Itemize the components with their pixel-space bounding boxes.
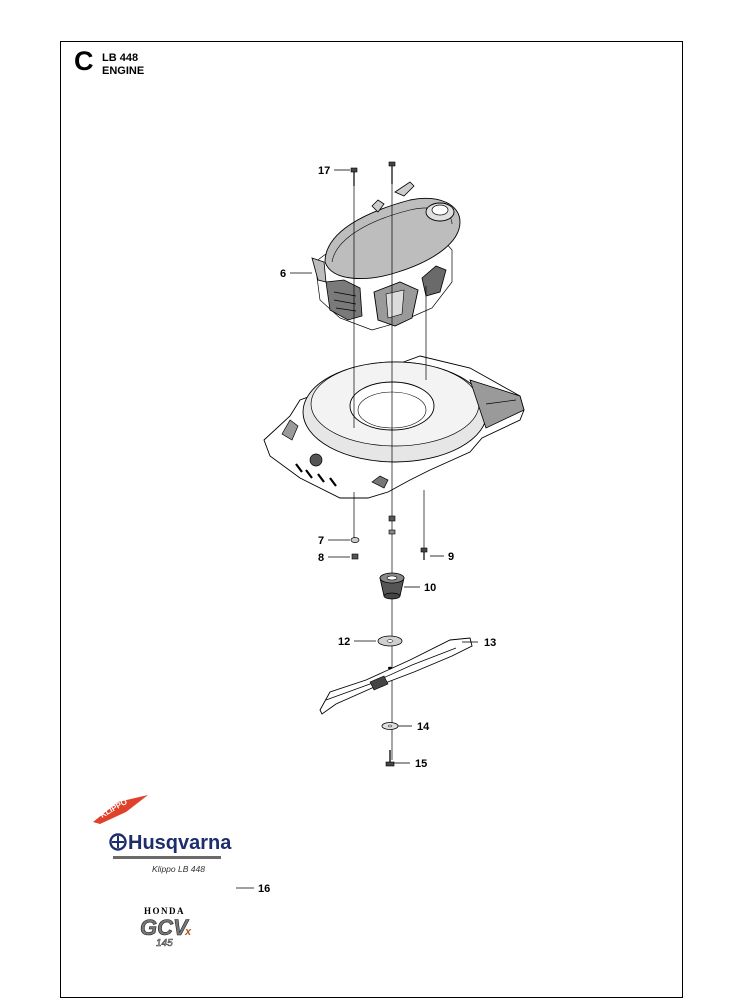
husqvarna-crown-icon (109, 833, 127, 851)
washer-part-14 (381, 722, 399, 730)
section-title-block: LB 448 ENGINE (102, 52, 144, 78)
callout-15: 15 (394, 758, 427, 770)
center-bolt (388, 161, 396, 184)
engine-part-6 (311, 181, 461, 331)
washer-part-7 (350, 537, 360, 543)
page-frame (60, 41, 683, 998)
callout-label-9: 9 (448, 551, 454, 563)
callout-8: 8 (318, 552, 350, 564)
husqvarna-logo-decal: Husqvarna Klippo LB 448 (109, 832, 232, 874)
callout-9: 9 (430, 551, 454, 563)
callout-14: 14 (398, 721, 430, 733)
callout-label-17: 17 (318, 165, 330, 177)
gcv-number: 145 (156, 938, 173, 949)
model-code: LB 448 (102, 52, 139, 64)
bolt-part-17 (350, 167, 358, 186)
callout-label-8: 8 (318, 552, 324, 564)
blade-adapter-part-10 (379, 572, 405, 600)
section-letter: C (74, 46, 94, 76)
callout-7: 7 (318, 535, 350, 547)
nut-part-8 (351, 553, 359, 560)
klippo-tag-decal: KLIPPO (93, 795, 148, 824)
shaft-key (388, 529, 396, 535)
callout-13: 13 (462, 637, 496, 649)
blade-part-13 (319, 637, 473, 715)
bolt-part-9 (420, 547, 428, 560)
callout-label-7: 7 (318, 535, 324, 547)
callout-label-12: 12 (338, 636, 350, 648)
honda-wordmark: HONDA (144, 906, 185, 916)
callout-17: 17 (318, 165, 350, 177)
mower-deck (263, 355, 525, 499)
explosion-lines (353, 166, 427, 760)
callout-label-15: 15 (415, 758, 427, 770)
decal-model-text: Klippo LB 448 (152, 864, 205, 874)
callout-label-6: 6 (280, 268, 286, 280)
callout-16: 16 (236, 883, 270, 895)
gcv-subscript: x (184, 926, 192, 938)
husqvarna-underline (113, 856, 221, 859)
callout-label-14: 14 (417, 721, 430, 733)
callout-12: 12 (338, 636, 376, 648)
callout-label-10: 10 (424, 582, 436, 594)
section-title: ENGINE (102, 65, 145, 77)
callout-6: 6 (280, 268, 312, 280)
callout-label-16: 16 (258, 883, 270, 895)
washer-part-12 (377, 635, 403, 647)
bolt-part-15 (385, 750, 395, 767)
gcv-wordmark: GCV (140, 915, 190, 940)
husqvarna-wordmark: Husqvarna (128, 832, 232, 854)
honda-gcv-logo-decal: HONDA GCV x 145 (140, 906, 192, 949)
callout-10: 10 (404, 582, 436, 594)
shaft-nut (388, 515, 396, 522)
callout-label-13: 13 (484, 637, 496, 649)
